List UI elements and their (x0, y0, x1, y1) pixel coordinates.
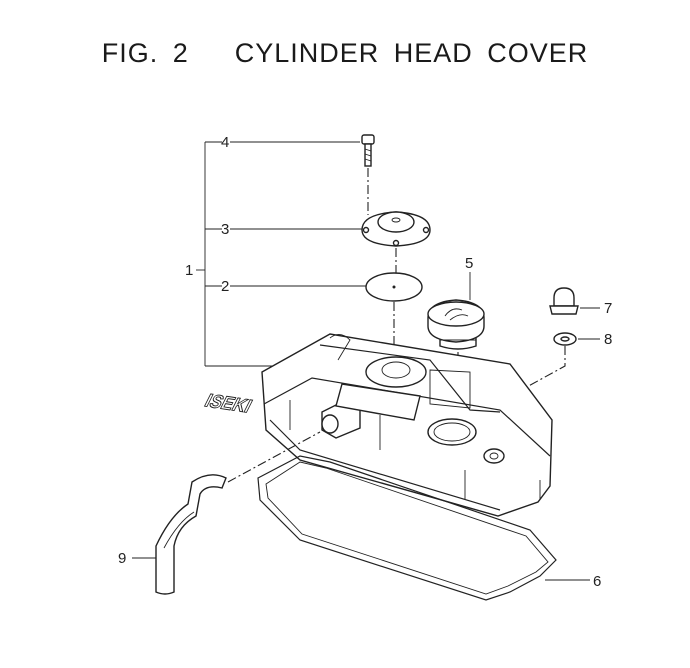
leader-hose-axis (227, 431, 321, 483)
figure-number: FIG. 2 (101, 38, 189, 68)
figure-title: FIG. 2 CYLINDER HEAD COVER (0, 38, 690, 69)
bolt-part (361, 134, 375, 167)
callout-9: 9 (118, 550, 126, 567)
figure-name: CYLINDER HEAD COVER (234, 38, 589, 68)
callout-8: 8 (604, 331, 612, 348)
callout-3: 3 (221, 221, 229, 238)
washer-part (553, 332, 577, 346)
breather-cover-part (361, 211, 431, 247)
callout-2: 2 (221, 278, 229, 295)
cover-logo: ISEKI (201, 390, 255, 417)
assembly-bracket (196, 141, 366, 367)
callout-1: 1 (185, 262, 193, 279)
oil-filler-cap-part (427, 299, 485, 350)
cap-nut-part (549, 287, 579, 315)
callout-5: 5 (465, 255, 473, 272)
gasket-part (257, 455, 557, 601)
breather-hose-part (155, 474, 227, 595)
callout-4: 4 (221, 134, 229, 151)
cylinder-head-cover: ISEKI (201, 333, 553, 517)
diaphragm-part (365, 272, 423, 302)
callout-7: 7 (604, 300, 612, 317)
callout-6: 6 (593, 573, 601, 590)
